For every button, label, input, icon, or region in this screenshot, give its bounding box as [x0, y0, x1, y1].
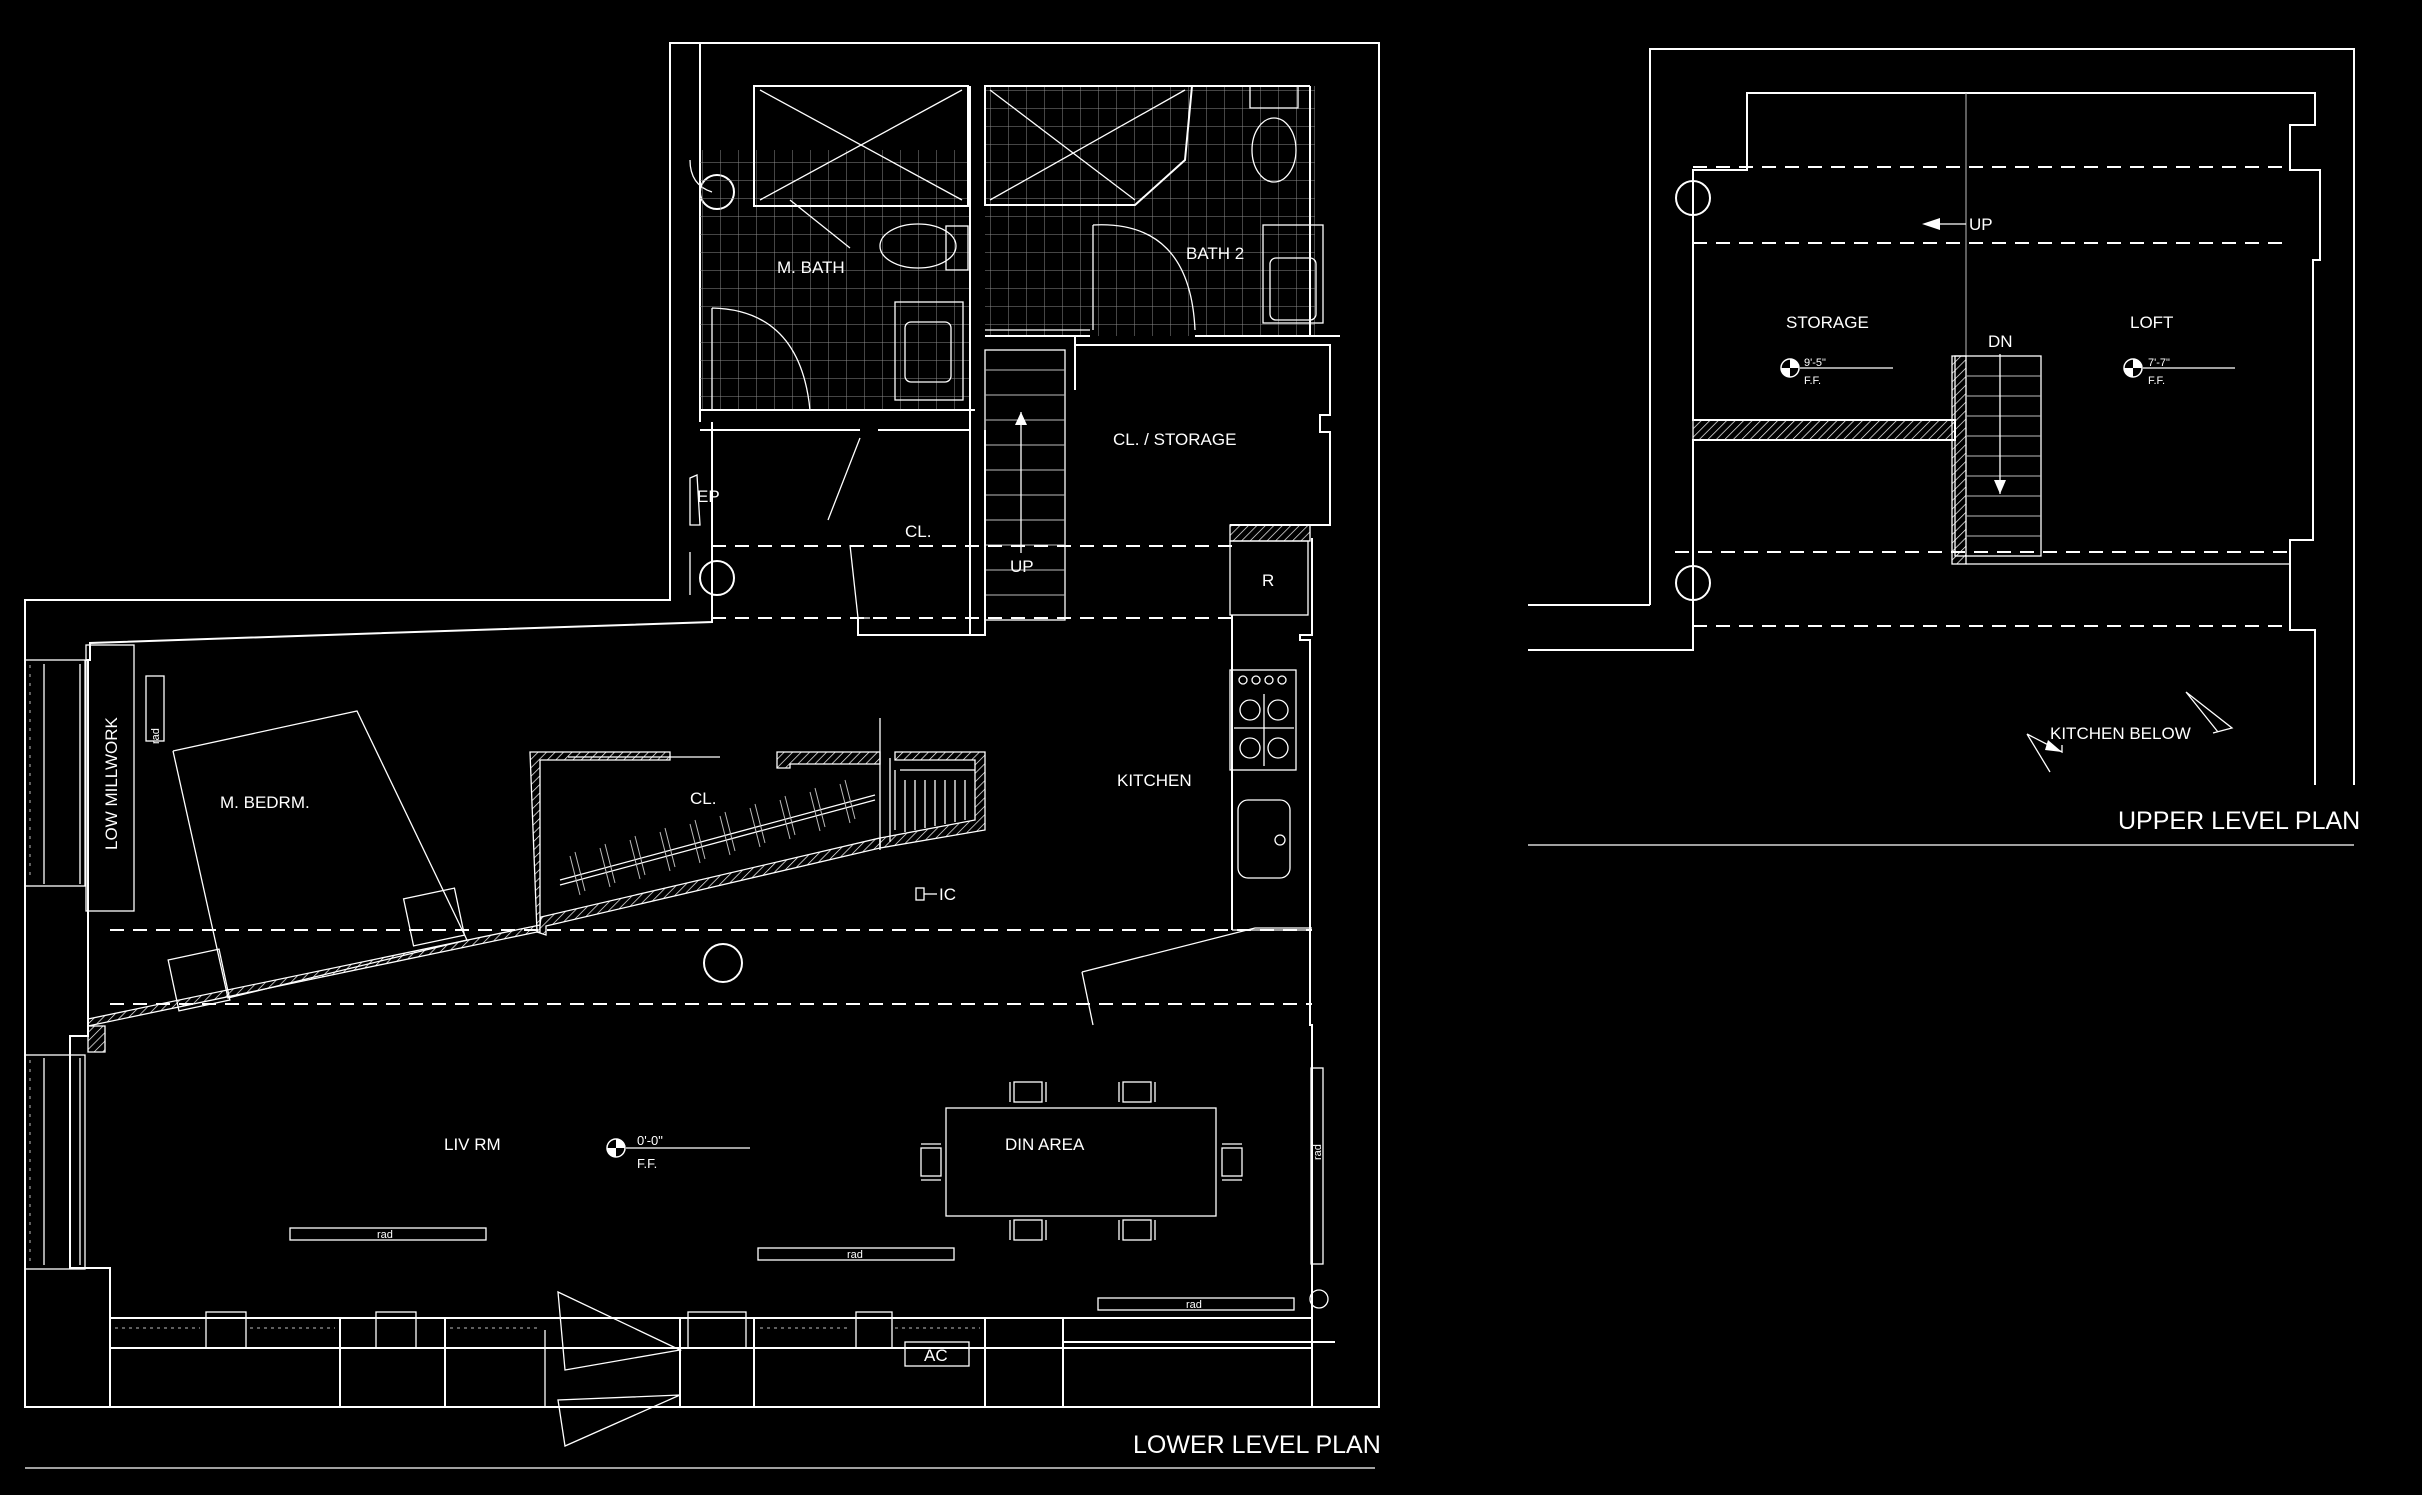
- ac-unit: [904, 1341, 970, 1367]
- lower-outer-wall: [24, 42, 1380, 1408]
- column: [1675, 180, 1711, 216]
- bath-2-label: BATH 2: [1186, 244, 1244, 263]
- living-dining: LIV RM 0'-0" F.F. DIN AREA rad rad rad r…: [289, 1067, 1324, 1311]
- low-millwork-label: LOW MILLWORK: [102, 716, 121, 850]
- column: [1309, 1289, 1329, 1309]
- radiator-label: rad: [377, 1229, 393, 1241]
- storage-elevation-value: 9'-5": [1804, 357, 1826, 369]
- lower-elevation-value: 0'-0": [637, 1133, 663, 1148]
- entry-door-swing: [544, 1330, 681, 1447]
- closet-lower-label: CL.: [690, 789, 716, 808]
- window-left-upper: [24, 659, 86, 887]
- upper-level-title: UPPER LEVEL PLAN: [2118, 807, 2360, 835]
- kitchen-label: KITCHEN: [1117, 771, 1192, 790]
- shower: [984, 85, 1194, 206]
- toilet: [879, 223, 957, 269]
- radiator: [757, 1247, 955, 1261]
- electric-panel: [689, 474, 701, 526]
- radiator: [1097, 1297, 1295, 1311]
- nightstand: [402, 887, 466, 947]
- loft-label: LOFT: [2130, 313, 2173, 332]
- lower-level-title: LOWER LEVEL PLAN: [1133, 1431, 1381, 1459]
- range: [1229, 669, 1297, 771]
- lower-level-plan: LOW MILLWORK M. BATH: [24, 42, 1381, 1469]
- closet-storage: CL. / STORAGE: [1074, 336, 1331, 526]
- lower-elevation-ref: F.F.: [637, 1156, 657, 1171]
- liv-rm-label: LIV RM: [444, 1135, 501, 1154]
- closet-upper-label: CL.: [905, 522, 931, 541]
- radiator: [289, 1227, 487, 1241]
- stairs-up: UP: [984, 349, 1066, 621]
- stairs-up-label: UP: [1010, 557, 1034, 576]
- lower-inner-wall: [69, 43, 1313, 1407]
- radiator: [145, 675, 165, 742]
- ic-label: IC: [939, 885, 956, 904]
- radiator-label: rad: [150, 728, 162, 744]
- low-millwork-cabinet: [85, 644, 135, 912]
- upper-level-plan: DN UP STORAGE 9'-5" F.F. LOFT 7'-7" F.F.…: [1528, 48, 2360, 846]
- refrigerator-label: R: [1262, 571, 1274, 590]
- dining-table: [945, 1107, 1217, 1217]
- m-bath-label: M. BATH: [777, 258, 845, 277]
- bath-sink: [894, 301, 964, 401]
- upper-up-label: UP: [1969, 215, 1993, 234]
- kitchen-below-label: KITCHEN BELOW: [2050, 724, 2191, 743]
- radiator-label: rad: [1186, 1299, 1202, 1311]
- refrigerator: R: [1229, 524, 1311, 616]
- storage-label: STORAGE: [1786, 313, 1869, 332]
- stairs-down: DN: [1954, 332, 2290, 565]
- bath2-sink: [1262, 224, 1324, 324]
- cl-storage-label: CL. / STORAGE: [1113, 430, 1236, 449]
- column: [703, 943, 743, 983]
- intercom: [915, 887, 925, 901]
- kitchen: KITCHEN: [1081, 615, 1312, 1026]
- shower: [753, 85, 969, 207]
- radiator-label: rad: [847, 1249, 863, 1261]
- window-left-lower: [24, 1054, 86, 1270]
- front-facade: AC: [109, 1290, 1335, 1447]
- toilet: [1251, 117, 1297, 183]
- bedroom-closet: M. BEDRM. CL. IC: [87, 710, 986, 1053]
- column: [699, 560, 735, 596]
- column: [1675, 565, 1711, 601]
- m-bedrm-label: M. BEDRM.: [220, 793, 310, 812]
- nightstand: [167, 948, 231, 1012]
- ac-label: AC: [924, 1346, 948, 1365]
- closet-upper: EP CL.: [689, 410, 986, 636]
- stairs-dn-label: DN: [1988, 332, 2013, 351]
- ep-label: EP: [697, 487, 720, 506]
- master-bath: M. BATH: [700, 85, 975, 411]
- storage-elevation-ref: F.F.: [1804, 375, 1821, 387]
- bath-2: BATH 2: [984, 85, 1340, 337]
- radiator: [1310, 1067, 1324, 1265]
- radiator-label: rad: [1312, 1144, 1324, 1160]
- loft-elevation-value: 7'-7": [2148, 357, 2170, 369]
- loft-elevation-ref: F.F.: [2148, 375, 2165, 387]
- upper-outer-wall: [1649, 48, 2355, 785]
- din-area-label: DIN AREA: [1005, 1135, 1085, 1154]
- bed: [172, 710, 468, 999]
- entry-door-swing: [557, 1290, 683, 1371]
- kitchen-sink: [1237, 799, 1291, 879]
